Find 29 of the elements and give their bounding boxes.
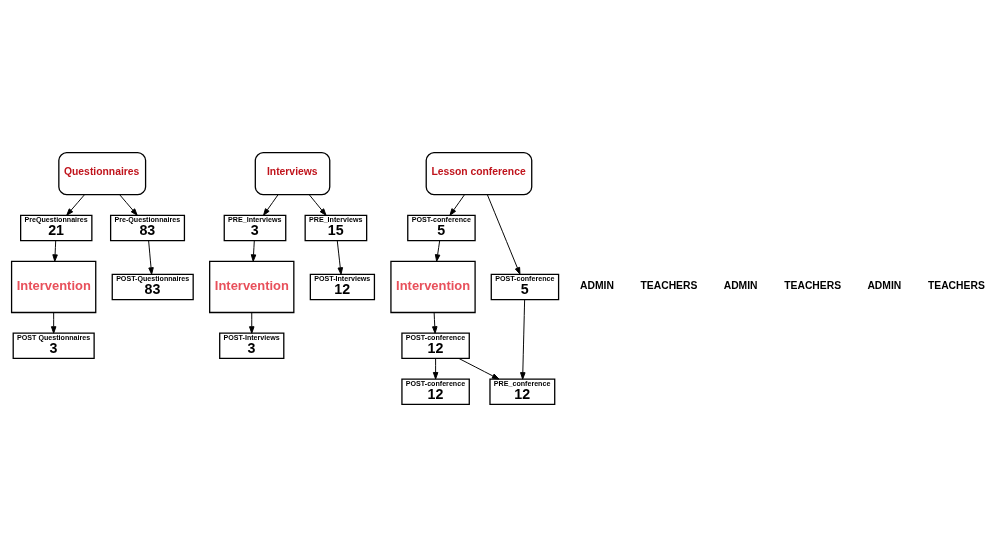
node-box: Intervention bbox=[209, 260, 295, 313]
arrow bbox=[263, 193, 279, 216]
node-box: Interviews bbox=[254, 151, 331, 195]
arrow bbox=[432, 357, 439, 379]
arrow bbox=[449, 193, 465, 216]
arrow bbox=[66, 193, 85, 216]
arrow bbox=[520, 298, 526, 380]
label: ADMIN bbox=[579, 279, 614, 291]
node-box: Lesson conference bbox=[425, 151, 533, 195]
arrow bbox=[119, 193, 138, 216]
label: ADMIN bbox=[867, 279, 902, 291]
node-box: Questionnaires bbox=[58, 151, 147, 195]
arrow bbox=[52, 239, 58, 262]
label: TEACHERS bbox=[927, 279, 985, 291]
arrow bbox=[308, 193, 327, 216]
label: TEACHERS bbox=[640, 279, 698, 291]
node-box: Intervention bbox=[390, 260, 476, 313]
node-box: Intervention bbox=[10, 260, 97, 313]
arrow bbox=[336, 239, 344, 275]
label: TEACHERS bbox=[784, 279, 842, 291]
arrow bbox=[250, 239, 257, 262]
label: ADMIN bbox=[723, 279, 758, 291]
arrow bbox=[434, 239, 441, 262]
arrow bbox=[148, 239, 154, 275]
arrow bbox=[432, 311, 438, 334]
arrow bbox=[486, 193, 521, 275]
arrow bbox=[249, 311, 255, 334]
arrow bbox=[458, 357, 500, 380]
arrow bbox=[50, 311, 57, 334]
